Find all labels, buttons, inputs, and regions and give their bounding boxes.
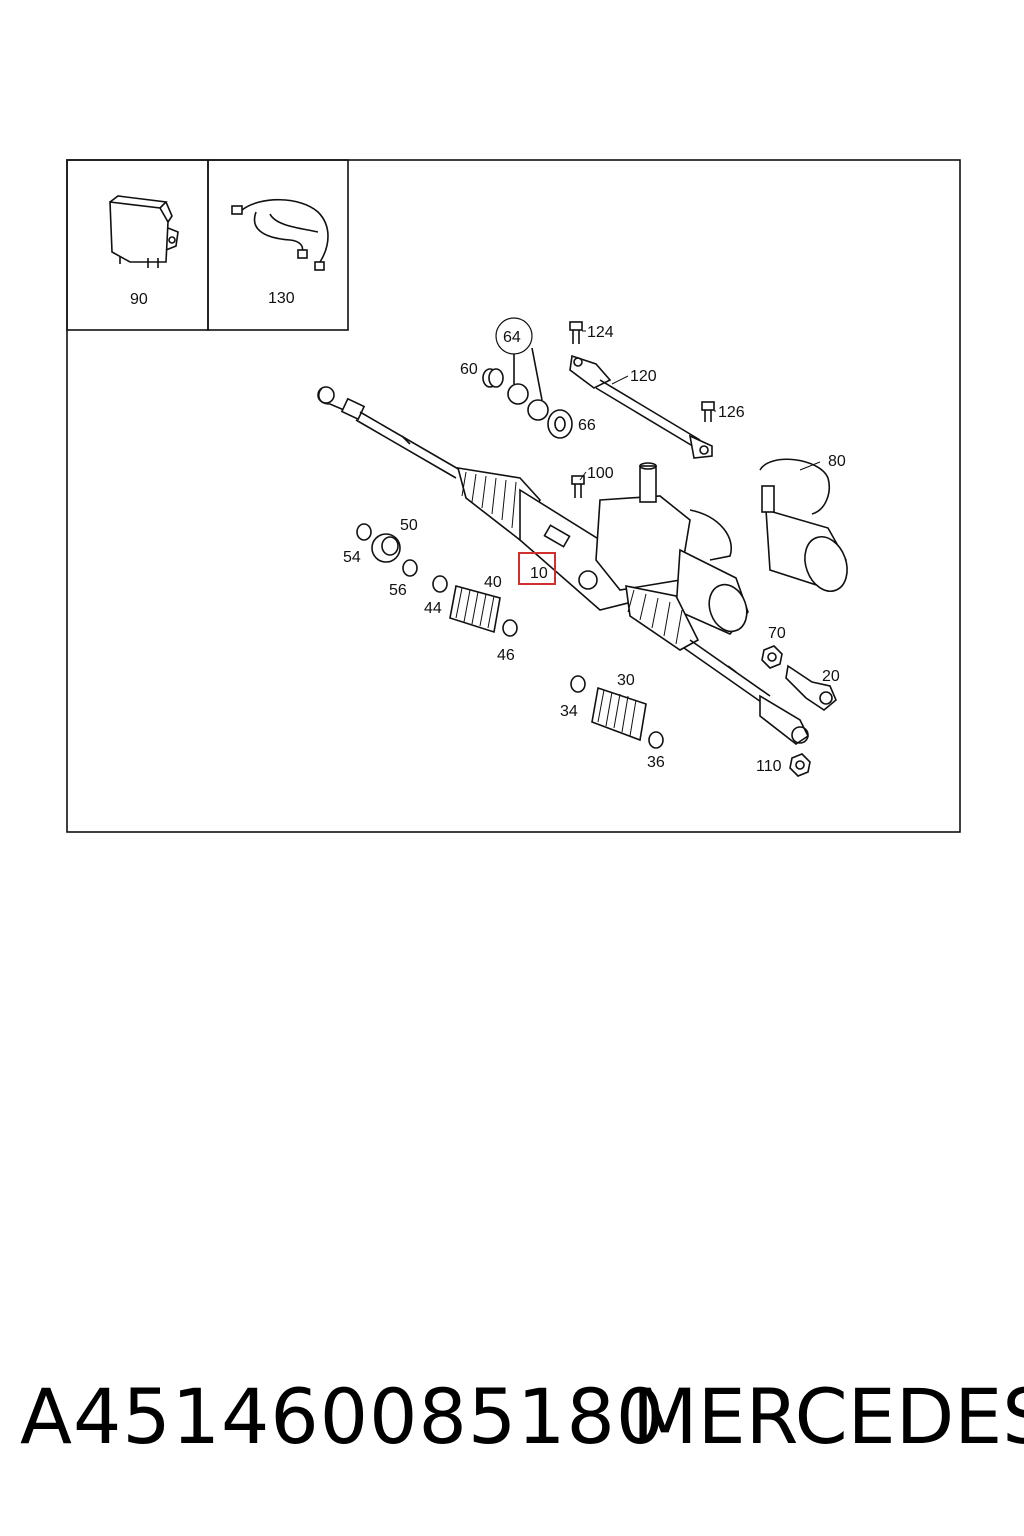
part-label-34[interactable]: 34 [560, 703, 578, 720]
part-label-126[interactable]: 126 [718, 404, 745, 421]
clamp-46 [502, 619, 518, 637]
svg-text:10: 10 [530, 565, 548, 582]
inset-90[interactable]: 90 [66, 159, 209, 331]
bushing-60 [482, 368, 504, 388]
part-label-10-highlighted[interactable]: 10 [518, 552, 556, 585]
clamp-44 [432, 575, 448, 593]
inset-130[interactable]: 130 [207, 159, 349, 331]
steering-rack-assembly [317, 386, 810, 745]
part-label-66[interactable]: 66 [578, 417, 596, 434]
bolt-126 [701, 401, 715, 422]
part-label-110[interactable]: 110 [756, 758, 782, 775]
seal-50 [371, 533, 401, 563]
nut-110 [789, 753, 811, 777]
boot-30 [591, 686, 647, 742]
clamp-56 [402, 559, 418, 577]
part-label-56[interactable]: 56 [389, 582, 407, 599]
bolt-124 [569, 321, 583, 344]
pivot-120 [569, 354, 713, 459]
footer: A451460085180 MERCEDES [0, 1372, 1024, 1482]
clamp-36 [648, 731, 664, 749]
part-label-120[interactable]: 120 [630, 368, 657, 385]
part-label-100[interactable]: 100 [587, 465, 614, 482]
part-label-54[interactable]: 54 [343, 549, 361, 566]
tie-rod-end-20 [785, 664, 837, 711]
motor-part-80 [759, 458, 848, 592]
control-unit-icon [109, 195, 179, 268]
part-label-30[interactable]: 30 [617, 672, 635, 689]
part-label-60[interactable]: 60 [460, 361, 478, 378]
svg-text:64: 64 [503, 329, 521, 346]
bolt-100 [571, 475, 585, 498]
bearing-66 [547, 409, 573, 439]
part-label-46[interactable]: 46 [497, 647, 515, 664]
part-label-80[interactable]: 80 [828, 453, 846, 470]
inset-label-90: 90 [130, 291, 148, 308]
part-label-64[interactable]: 64 [495, 317, 533, 355]
inset-label-130: 130 [268, 290, 295, 307]
clamp-34 [570, 675, 586, 693]
wiring-harness-icon [231, 198, 329, 271]
part-label-124[interactable]: 124 [587, 324, 614, 341]
part-label-70[interactable]: 70 [768, 625, 786, 642]
brand-name: MERCEDES [632, 1372, 1024, 1461]
part-label-44[interactable]: 44 [424, 600, 442, 617]
rings-64 [507, 347, 549, 421]
nut-70 [761, 645, 783, 669]
part-label-20[interactable]: 20 [822, 668, 840, 685]
part-label-36[interactable]: 36 [647, 754, 665, 771]
part-number: A451460085180 [20, 1372, 666, 1461]
boot-40 [449, 584, 501, 634]
diagram-frame [66, 159, 961, 833]
clamp-54 [356, 523, 372, 541]
part-label-40[interactable]: 40 [484, 574, 502, 591]
part-label-50[interactable]: 50 [400, 517, 418, 534]
